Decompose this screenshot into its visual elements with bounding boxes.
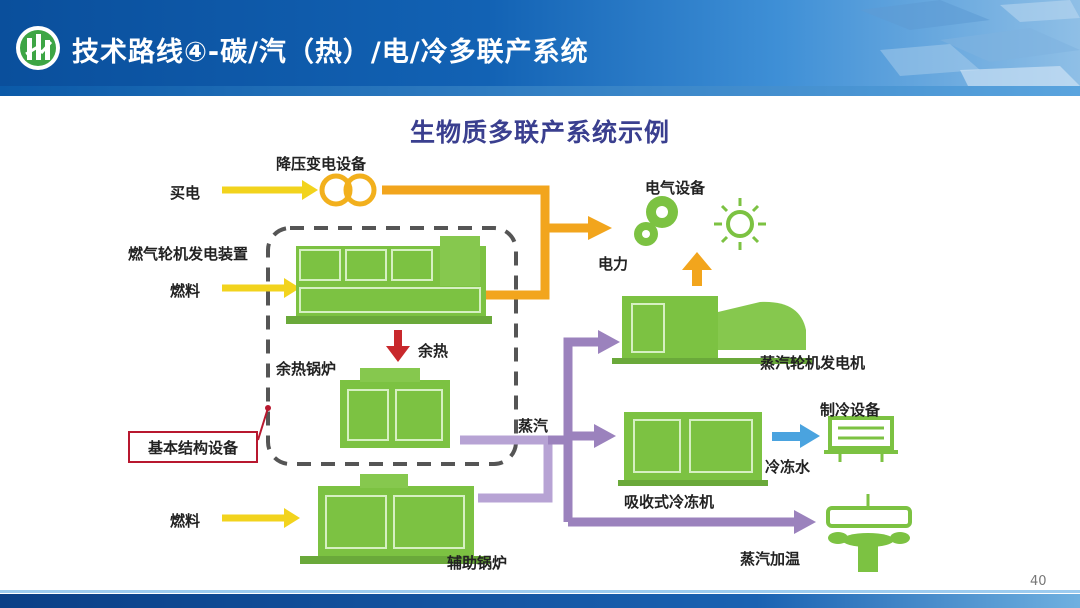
waste-heat-boiler-icon: [340, 368, 450, 448]
gears-icon: [634, 196, 678, 246]
arrow-chilled-water: [772, 432, 802, 441]
header-decoration: [820, 0, 1080, 96]
label-absorption-chiller: 吸收式冷冻机: [624, 493, 715, 511]
header-stripe: [0, 86, 1080, 96]
callout-basic-equipment: 基本结构设备: [128, 431, 258, 463]
footer-line: [0, 590, 1080, 593]
label-fuel-2: 燃料: [170, 512, 201, 530]
label-steam: 蒸汽: [518, 417, 549, 435]
refrigeration-icon: [824, 416, 898, 462]
diagram-subtitle: 生物质多联产系统示例: [409, 118, 670, 147]
cogeneration-diagram: [222, 173, 912, 572]
transformer-icon: [319, 173, 377, 207]
callout-leader: [257, 407, 269, 441]
basic-equipment-dashed-box: [266, 226, 518, 466]
absorption-chiller-icon: [618, 412, 768, 486]
label-aux-boiler: 辅助锅炉: [447, 554, 508, 572]
label-waste-heat: 余热: [418, 342, 449, 360]
arrow-power-orange: [382, 185, 590, 233]
label-power: 电力: [598, 255, 629, 273]
label-buy-power: 买电: [170, 184, 201, 202]
steam-turbine-generator-icon: [612, 296, 812, 364]
label-steam-turbine-generator: 蒸汽轮机发电机: [760, 354, 866, 372]
page-number: 40: [1030, 574, 1047, 589]
label-refrigeration-equipment: 制冷设备: [820, 401, 881, 419]
lightbulb-icon: [714, 198, 766, 250]
label-transformer: 降压变电设备: [276, 155, 367, 173]
arrow-head-orange: [588, 216, 612, 240]
label-chilled-water: 冷冻水: [765, 458, 811, 476]
label-steam-heating: 蒸汽加温: [740, 550, 801, 568]
label-electrical-equipment: 电气设备: [645, 179, 706, 197]
aux-boiler-icon: [300, 474, 490, 564]
gas-turbine-icon: [286, 236, 492, 324]
arrow-steam-purple: [460, 435, 553, 503]
company-logo-icon: [16, 26, 60, 70]
header-bar: 技术路线④-碳/汽（热）/电/冷多联产系统: [0, 0, 1080, 96]
footer-bar: [0, 594, 1080, 608]
arrow-waste-heat: [394, 330, 402, 348]
steam-heating-icon: [826, 494, 912, 572]
label-waste-heat-boiler: 余热锅炉: [276, 360, 337, 378]
page-title: 技术路线④-碳/汽（热）/电/冷多联产系统: [72, 37, 589, 68]
label-fuel-1: 燃料: [170, 282, 201, 300]
label-gas-turbine: 燃气轮机发电装置: [128, 245, 249, 263]
arrow-power-up: [692, 268, 702, 286]
